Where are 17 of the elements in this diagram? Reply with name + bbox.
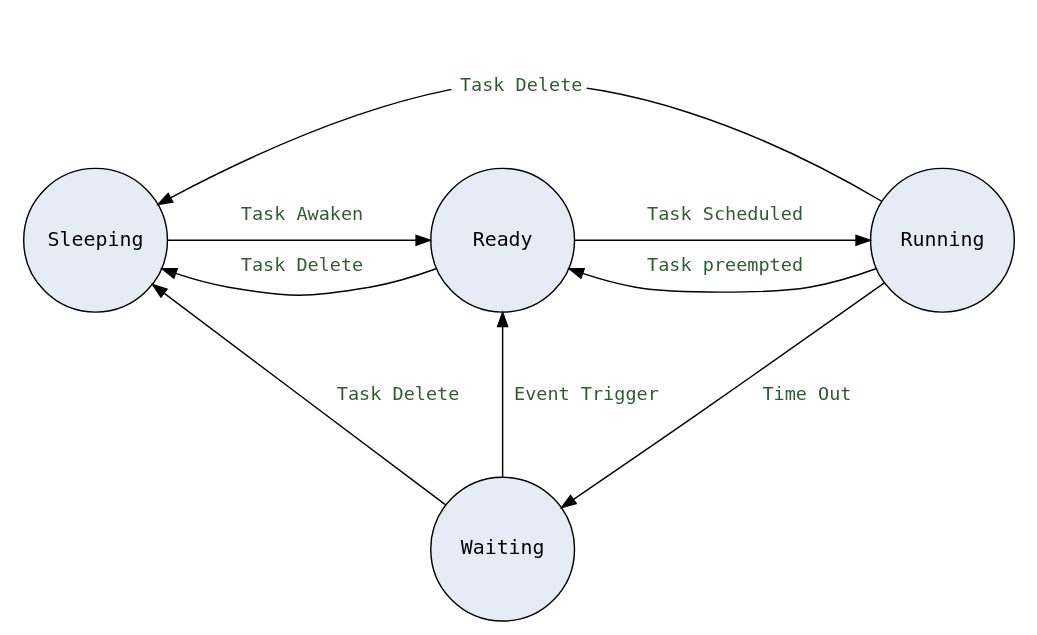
arrow xyxy=(496,310,509,478)
arrow xyxy=(559,282,885,509)
node-circle: Ready xyxy=(429,167,575,313)
edge-label: Time Out xyxy=(761,382,851,404)
arrow xyxy=(566,268,877,293)
arrow xyxy=(159,268,437,296)
edge-label: Task Delete xyxy=(240,253,363,275)
arrow xyxy=(150,283,446,506)
edge-label: Task Scheduled xyxy=(646,202,803,224)
edge-label: Task Delete xyxy=(459,73,582,95)
edge-label: Task Awaken xyxy=(240,202,363,224)
edge-label: Event Trigger xyxy=(513,382,659,404)
node-circle: Running xyxy=(869,167,1015,313)
edge-label: Task Delete xyxy=(336,382,459,404)
arrow xyxy=(573,234,872,247)
arrow xyxy=(166,234,432,247)
edge-label: Task preempted xyxy=(646,253,803,275)
